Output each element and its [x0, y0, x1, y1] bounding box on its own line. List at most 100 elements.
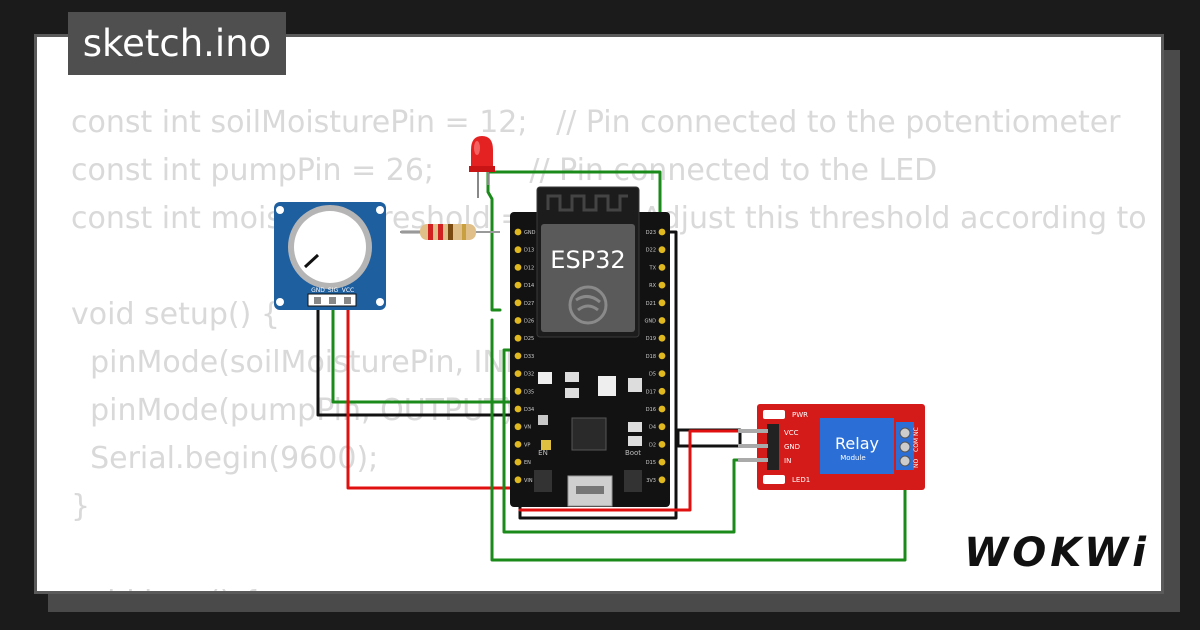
- esp32-pin[interactable]: [514, 246, 522, 254]
- en-button[interactable]: [534, 470, 552, 492]
- code-line: pinMode(pumpPin, OUTPUT);: [71, 393, 525, 428]
- esp32-pin-label: EN: [524, 460, 531, 466]
- esp32-pin[interactable]: [514, 423, 522, 431]
- wire-relay-terminal: [490, 318, 907, 562]
- esp32-pin[interactable]: [514, 317, 522, 324]
- code-line: const int pumpPin = 26; // Pin connected…: [71, 153, 938, 188]
- esp32-pin-label: D26: [524, 319, 534, 325]
- esp32-pin-label: D18: [646, 354, 656, 360]
- esp32-pin[interactable]: [514, 264, 522, 271]
- code-line: void loop() {: [71, 579, 1147, 591]
- esp32-pin-label: VIN: [524, 478, 533, 484]
- code-line: Serial.begin(9600);: [71, 441, 379, 476]
- esp32-pin[interactable]: [658, 246, 666, 254]
- esp32-pin-label: D16: [646, 407, 656, 413]
- esp32-pin[interactable]: [514, 458, 522, 466]
- esp32-pin-label: D35: [524, 389, 534, 395]
- esp32-pin-label: D32: [524, 372, 534, 378]
- esp32-board[interactable]: ESP32 GND D13D12D14D27D26D25D33D32D35D34V…: [510, 186, 670, 507]
- esp32-pin[interactable]: [658, 317, 666, 324]
- relay-title: Relay: [835, 434, 879, 453]
- board-name: ESP32: [550, 246, 625, 274]
- esp32-pin-label: D15: [646, 460, 656, 466]
- potentiometer-component[interactable]: GND SIG VCC: [274, 202, 386, 310]
- esp32-pin[interactable]: [658, 387, 666, 395]
- esp32-pin-label: D13: [524, 248, 534, 254]
- esp32-pin[interactable]: [514, 441, 522, 448]
- esp32-pin-label: D2: [649, 442, 656, 448]
- esp32-pin[interactable]: [514, 352, 522, 360]
- esp32-pin[interactable]: [514, 334, 522, 342]
- esp32-pin-label: D33: [524, 354, 534, 360]
- esp32-pin[interactable]: [514, 299, 522, 307]
- wire-pot-gnd: [316, 298, 518, 417]
- esp32-pin-label: VP: [524, 442, 530, 448]
- esp32-pin-label: 3V3: [646, 478, 656, 484]
- esp32-pin[interactable]: [514, 281, 522, 289]
- esp32-pin[interactable]: [658, 299, 666, 307]
- code-line: void setup() {: [71, 297, 280, 332]
- relay-pin-label: IN: [784, 457, 791, 465]
- esp32-pin[interactable]: [658, 264, 666, 271]
- esp32-pin[interactable]: [658, 370, 666, 377]
- relay-pwr-label: PWR: [792, 411, 808, 419]
- esp32-pin-label: D5: [649, 372, 656, 378]
- esp32-pin-label: D17: [646, 389, 656, 395]
- esp32-pin-label: D27: [524, 301, 534, 307]
- esp32-pin[interactable]: [514, 387, 522, 395]
- wokwi-logo: WOKWi: [964, 530, 1150, 576]
- relay-pin-header: [738, 429, 768, 462]
- relay-terminal-label: COM: [913, 438, 920, 452]
- esp32-pin-label: D22: [646, 248, 656, 254]
- esp32-pin[interactable]: [658, 476, 666, 484]
- esp32-pin-label: D12: [524, 265, 534, 271]
- potentiometer-knob-indicator: [303, 253, 320, 269]
- esp32-pin-label: RX: [649, 283, 656, 289]
- code-line: }: [71, 489, 91, 524]
- pot-pin-label: GND: [311, 287, 325, 294]
- boot-button[interactable]: [624, 470, 642, 492]
- code-line: const int soilMoisturePin = 12; // Pin c…: [71, 105, 1121, 140]
- esp32-pin[interactable]: [514, 405, 522, 413]
- code-background: const int soilMoisturePin = 12; // Pin c…: [71, 99, 1147, 591]
- esp32-pin-label: D25: [524, 336, 534, 342]
- relay-pin-label: VCC: [784, 429, 799, 437]
- esp32-pin[interactable]: [658, 281, 666, 289]
- esp32-pin[interactable]: [514, 476, 522, 484]
- esp32-pin-label: D21: [646, 301, 656, 307]
- esp32-pin-label: TX: [649, 265, 657, 271]
- esp32-pin-label: GND: [645, 319, 657, 325]
- relay-led1-label: LED1: [792, 476, 810, 484]
- relay-pin-label: GND: [784, 443, 800, 451]
- wire-led-anode: [486, 173, 502, 312]
- esp32-pin-label: D34: [524, 407, 534, 413]
- esp32-pin-label: D19: [646, 336, 656, 342]
- led-component[interactable]: [469, 136, 495, 198]
- esp32-pin[interactable]: [658, 458, 666, 466]
- esp32-pin[interactable]: [514, 370, 522, 377]
- esp32-pin-label: D23: [646, 230, 656, 236]
- esp32-pin-label: GND: [524, 230, 536, 236]
- boot-button-label: Boot: [625, 449, 641, 457]
- relay-subtitle: Module: [840, 454, 865, 462]
- pot-pin-label: SIG: [328, 287, 339, 294]
- esp32-pin[interactable]: [658, 352, 666, 360]
- esp32-pin[interactable]: [658, 334, 666, 342]
- relay-terminal-label: NC: [913, 427, 920, 436]
- wire-relay-vcc: [518, 429, 762, 512]
- esp32-pin-label: D4: [649, 425, 656, 431]
- relay-terminal-label: NO: [913, 459, 920, 468]
- esp32-pin[interactable]: [658, 405, 666, 413]
- wire-pot-sig: [331, 298, 518, 404]
- resistor-component[interactable]: [400, 224, 500, 240]
- esp32-pin[interactable]: [658, 441, 666, 448]
- esp32-pin[interactable]: [658, 423, 666, 431]
- en-button-label: EN: [538, 449, 548, 457]
- relay-module[interactable]: PWR LED1 VCC GND IN Relay Module NO COM …: [757, 404, 925, 490]
- pot-pin-label: VCC: [342, 287, 354, 294]
- esp32-pin[interactable]: [514, 228, 522, 236]
- wire-pot-vcc: [346, 298, 518, 490]
- esp32-pin[interactable]: [658, 228, 666, 236]
- file-tab[interactable]: sketch.ino: [68, 12, 286, 75]
- esp32-pin-label: D14: [524, 283, 534, 289]
